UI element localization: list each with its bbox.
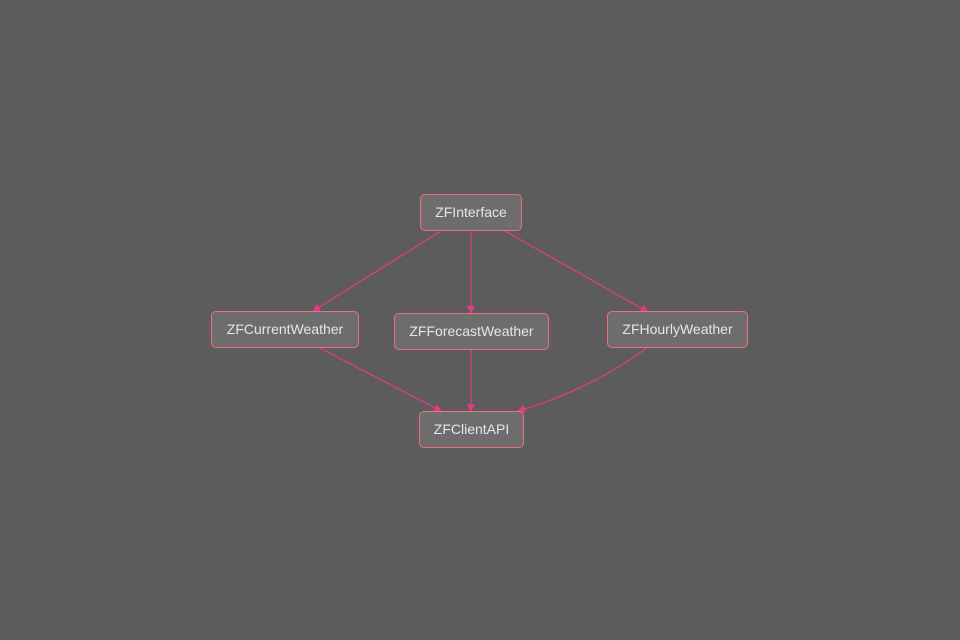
edge-current-to-client xyxy=(317,346,442,412)
edge-interface-to-current xyxy=(312,230,442,312)
node-zfinterface[interactable]: ZFInterface xyxy=(420,194,522,231)
node-zfforecastweather[interactable]: ZFForecastWeather xyxy=(394,313,549,350)
edge-hourly-to-client xyxy=(517,346,649,413)
node-zfclientapi[interactable]: ZFClientAPI xyxy=(419,411,524,448)
edge-interface-to-hourly xyxy=(504,230,649,313)
node-zfcurrentweather[interactable]: ZFCurrentWeather xyxy=(211,311,359,348)
node-zfhourlyweather[interactable]: ZFHourlyWeather xyxy=(607,311,748,348)
